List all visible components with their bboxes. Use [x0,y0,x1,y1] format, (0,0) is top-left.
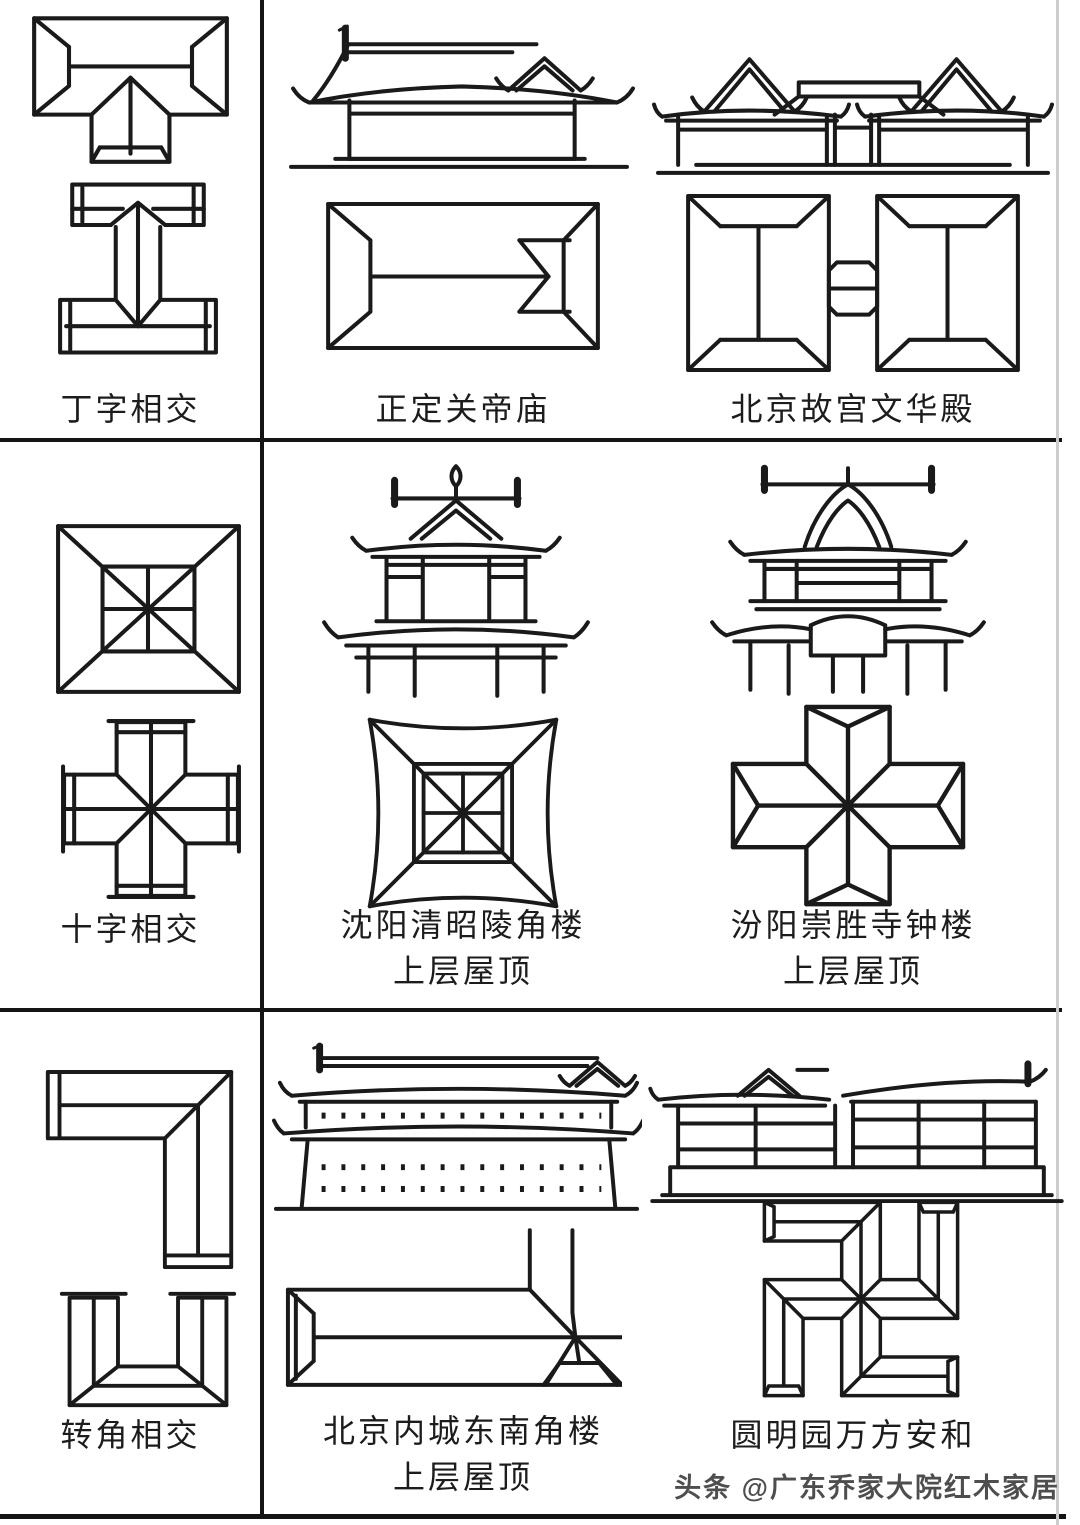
example-label-wanfang-anhe: 圆明园万方安和 [652,1412,1054,1458]
t-intersection-plan-top-drawing [28,12,233,166]
example-label-line: 汾阳崇胜寺钟楼 [730,907,976,943]
type-label-t-intersection: 丁字相交 [0,386,261,432]
wanfang-anhe-elevation-drawing [648,1050,1066,1209]
example-label-line: 沈阳清昭陵角楼 [340,907,586,943]
watermark-text: 头条 @广东乔家大院红木家居 [674,1473,1060,1503]
wenhuadian-elevation-drawing [652,14,1054,180]
fenyang-zhonglou-elevation-drawing [692,458,1004,700]
example-label-line: 正定关帝庙 [375,391,551,427]
fenyang-zhonglou-roof-plan-drawing [722,698,974,912]
type-label-text: 转角相交 [60,1417,201,1453]
neicheng-jiaolou-elevation-drawing [270,1040,642,1214]
zhengding-guandimiao-elevation-drawing [283,16,635,177]
type-label-corner-intersection: 转角相交 [0,1412,261,1458]
t-intersection-plan-bottom-drawing [52,178,224,356]
column-divider-line [260,0,264,1516]
zhengding-guandimiao-roof-plan-drawing [322,198,604,354]
example-label-zhaoling: 沈阳清昭陵角楼 上层屋顶 [283,902,643,994]
zhaoling-jiaolou-elevation-drawing [310,458,602,700]
example-label-line: 上层屋顶 [392,953,533,989]
row-divider-line-1 [0,438,1062,442]
cross-intersection-plan-drawing [58,716,245,903]
l-corner-roof-plan-drawing [40,1064,240,1279]
zhaoling-jiaolou-roof-plan-drawing [362,712,564,914]
example-label-neicheng: 北京内城东南角楼 上层屋顶 [283,1408,643,1500]
type-label-text: 十字相交 [60,911,201,947]
example-label-line: 圆明园万方安和 [730,1417,976,1453]
example-label-fenyang: 汾阳崇胜寺钟楼 上层屋顶 [652,902,1054,994]
wanfang-anhe-swastika-roof-plan-drawing [760,1198,962,1400]
row-divider-line-2 [0,1008,1062,1012]
example-label-line: 上层屋顶 [392,1459,533,1495]
example-label-zhengding: 正定关帝庙 [283,386,643,432]
type-label-text: 丁字相交 [60,391,201,427]
right-edge-line [1056,0,1059,1525]
pyramidal-square-roof-plan-drawing [50,518,247,700]
example-label-line: 北京故宫文华殿 [730,391,976,427]
bottom-border-line [0,1514,1066,1519]
wenhuadian-roof-plan-drawing [682,190,1024,376]
type-label-cross-intersection: 十字相交 [0,906,261,952]
neicheng-jiaolou-roof-plan-drawing [280,1228,622,1392]
example-label-line: 北京内城东南角楼 [322,1413,603,1449]
example-label-line: 上层屋顶 [782,953,923,989]
example-label-wenhuadian: 北京故宫文华殿 [652,386,1054,432]
u-corner-roof-plan-drawing [56,1284,240,1412]
